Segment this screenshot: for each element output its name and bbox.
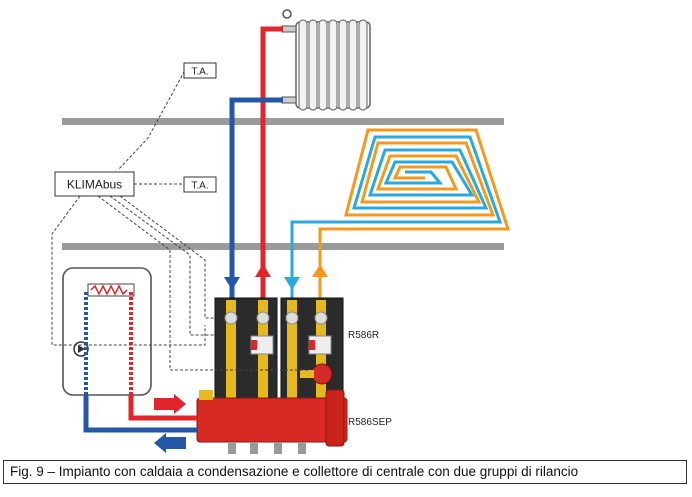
boiler-flow-arrow [154, 394, 186, 414]
boiler-return-arrow [154, 433, 186, 453]
radiator-flow-pipe [260, 26, 283, 300]
klimabus-label: KLIMAbus [67, 178, 122, 192]
radiator-return-arrow [224, 277, 240, 290]
floor-return-arrow [284, 277, 300, 290]
r586r-label: R586R [348, 330, 379, 341]
ta-middle-label: T.A. [191, 181, 208, 192]
upper-floor-slab [62, 118, 504, 125]
klimabus-box: KLIMAbus [54, 171, 135, 197]
ta-top-box: T.A. [183, 62, 217, 79]
radiator-return-pipe [229, 97, 283, 300]
floor-flow-arrow [312, 264, 328, 277]
radiator-flow-arrow [255, 264, 271, 277]
radiator [281, 9, 371, 111]
lower-floor-slab [62, 243, 504, 250]
figure-caption-box: Fig. 9 – Impianto con caldaia a condensa… [3, 460, 687, 484]
ta-middle-box: T.A. [183, 176, 217, 193]
separator-manifold [196, 389, 348, 454]
figure-caption: Fig. 9 – Impianto con caldaia a condensa… [10, 464, 579, 479]
heating-system-diagram: T.A. T.A. KLIMAbus R586R R586SEP [51, 9, 511, 454]
boiler-return-pipe [83, 395, 197, 433]
r586sep-label: R586SEP [348, 417, 392, 428]
ta-top-label: T.A. [191, 67, 208, 78]
boiler [62, 267, 152, 396]
pump-group-underfloor [280, 297, 344, 401]
pump-group-radiator [214, 297, 278, 401]
boiler-flow-pipe [128, 395, 197, 421]
underfloor-heating-coil [290, 128, 511, 300]
